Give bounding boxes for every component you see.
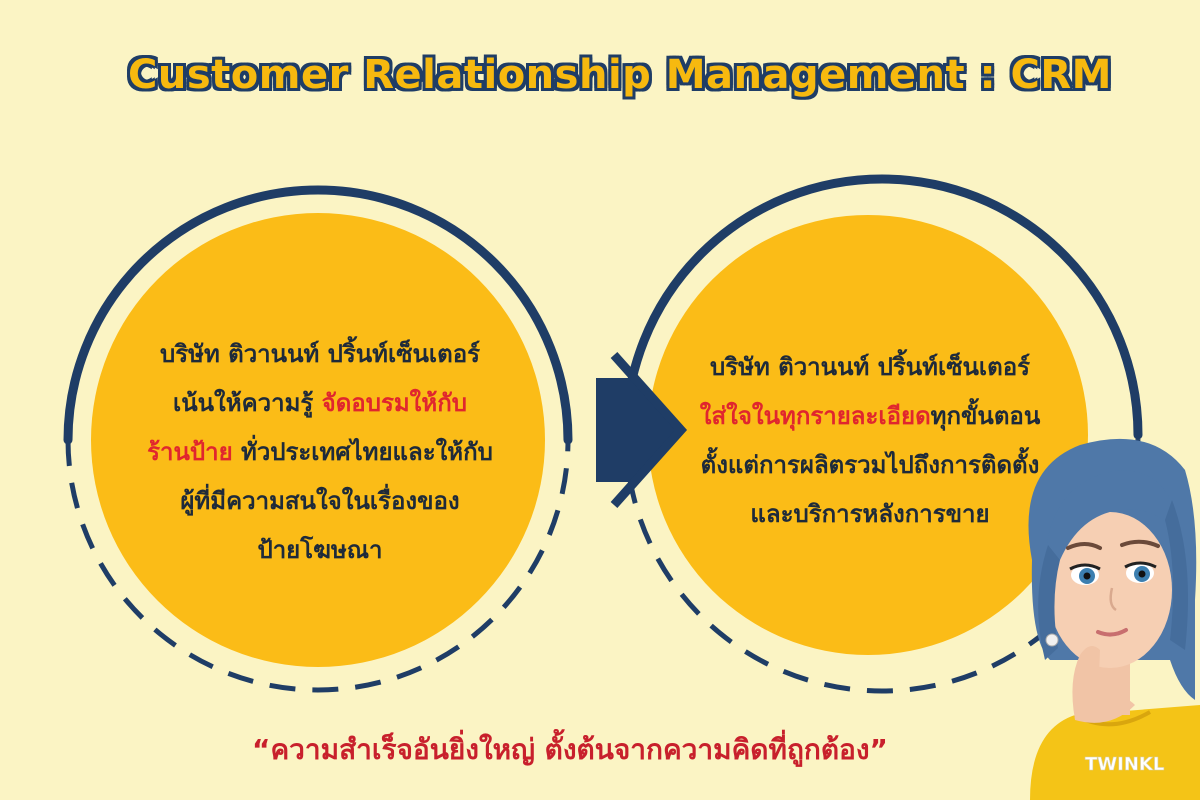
- character-illustration: TWINKL: [1028, 438, 1200, 800]
- left-circle-solid-arc: [63, 185, 573, 445]
- right-circle-solid-arc: [621, 174, 1143, 440]
- page-title: Customer Relationship Management : CRM: [128, 52, 1112, 98]
- right-line-2-text: ทุกขั้นตอน: [930, 402, 1041, 430]
- right-line-3: ตั้งแต่การผลิตรวมไปถึงการติดตั้ง: [700, 451, 1040, 479]
- left-line-5: ป้ายโฆษณา: [257, 536, 383, 564]
- chevron-icon: [610, 352, 688, 508]
- right-circle-fill: [648, 215, 1088, 655]
- left-circle-dashed-arc: [65, 439, 571, 693]
- shirt-text: TWINKL: [1085, 754, 1164, 775]
- left-line-1: บริษัท ติวานนท์ ปริ้นท์เซ็นเตอร์: [160, 340, 480, 368]
- left-line-3-highlight: ร้านป้าย: [147, 438, 233, 466]
- left-circle-fill: [91, 213, 545, 667]
- left-circle-text: บริษัท ติวานนท์ ปริ้นท์เซ็นเตอร์ เน้นให้…: [110, 330, 530, 575]
- left-line-3-text: ทั่วประเทศไทยและให้กับ: [232, 438, 493, 466]
- right-line-4: และบริการหลังการขาย: [750, 500, 990, 528]
- quote-text: “ความสำเร็จอันยิ่งใหญ่ ตั้งต้นจากความคิด…: [252, 733, 888, 766]
- arrow-icon: [596, 378, 681, 482]
- left-line-2-highlight: จัดอบรมให้กับ: [321, 389, 467, 417]
- right-line-2: ใส่ใจในทุกรายละเอียดทุกขั้นตอน: [660, 392, 1080, 441]
- right-line-2-highlight: ใส่ใจในทุกรายละเอียด: [699, 402, 931, 430]
- right-circle-dashed-arc: [623, 434, 1141, 694]
- right-line-1: บริษัท ติวานนท์ ปริ้นท์เซ็นเตอร์: [710, 353, 1030, 381]
- right-circle-text: บริษัท ติวานนท์ ปริ้นท์เซ็นเตอร์ ใส่ใจใน…: [660, 343, 1080, 539]
- left-line-4: ผู้ที่มีความสนใจในเรื่องของ: [180, 487, 460, 515]
- left-line-2: เน้นให้ความรู้ จัดอบรมให้กับ: [110, 379, 530, 428]
- left-line-3: ร้านป้าย ทั่วประเทศไทยและให้กับ: [110, 428, 530, 477]
- left-line-2-text: เน้นให้ความรู้: [173, 389, 322, 417]
